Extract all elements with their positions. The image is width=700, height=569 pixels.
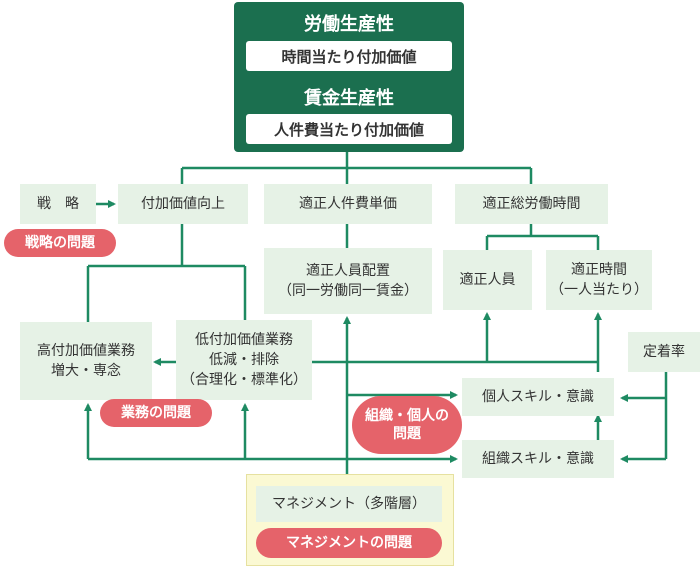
staffing-node-line1: 適正人員配置 [306, 263, 390, 279]
org-individual-issue-line1: 組織・個人の [365, 408, 449, 424]
staffing-node: 適正人員配置 （同一労働同一賃金） [264, 248, 432, 314]
hours-node-line2: （一人当たり） [550, 282, 648, 298]
management-issue-badge: マネジメントの問題 [256, 528, 442, 558]
staffing-node-line2: （同一労働同一賃金） [278, 283, 418, 299]
org-skill-node: 組織スキル・意識 [462, 440, 614, 478]
low-value-work-node: 低付加価値業務 低減・排除 （合理化・標準化） [176, 320, 312, 400]
strategy-node: 戦 略 [20, 184, 96, 224]
hours-node-line1: 適正時間 [571, 262, 627, 278]
labor-productivity-title: 労働生産性 [304, 14, 394, 35]
low-value-line1: 低付加価値業務 [195, 332, 293, 348]
org-individual-issue-line2: 問題 [393, 426, 421, 442]
strategy-issue-badge: 戦略の問題 [4, 229, 116, 257]
headcount-node: 適正人員 [443, 250, 532, 310]
org-individual-issue-badge: 組織・個人の 問題 [352, 396, 462, 454]
business-issue-badge: 業務の問題 [100, 399, 212, 427]
retention-node: 定着率 [628, 332, 700, 372]
value-add-up-node: 付加価値向上 [118, 184, 248, 224]
individual-skill-node: 個人スキル・意識 [462, 378, 614, 416]
labor-productivity-definition: 時間当たり付加価値 [246, 41, 452, 71]
wage-productivity-title: 賃金生産性 [304, 88, 394, 109]
high-value-work-node: 高付加価値業務 増大・専念 [20, 322, 152, 400]
high-value-line1: 高付加価値業務 [37, 343, 135, 359]
unit-labor-cost-node: 適正人件費単価 [264, 184, 432, 224]
high-value-line2: 増大・専念 [51, 363, 121, 379]
hours-per-person-node: 適正時間 （一人当たり） [546, 250, 652, 310]
low-value-line2: 低減・排除 [209, 352, 279, 368]
wage-productivity-definition: 人件費当たり付加価値 [246, 114, 452, 144]
total-work-hours-node: 適正総労働時間 [455, 184, 608, 224]
management-node: マネジメント（多階層） [256, 486, 442, 522]
low-value-line3: （合理化・標準化） [181, 372, 307, 388]
productivity-header-box: 労働生産性 時間当たり付加価値 賃金生産性 人件費当たり付加価値 [234, 2, 464, 152]
